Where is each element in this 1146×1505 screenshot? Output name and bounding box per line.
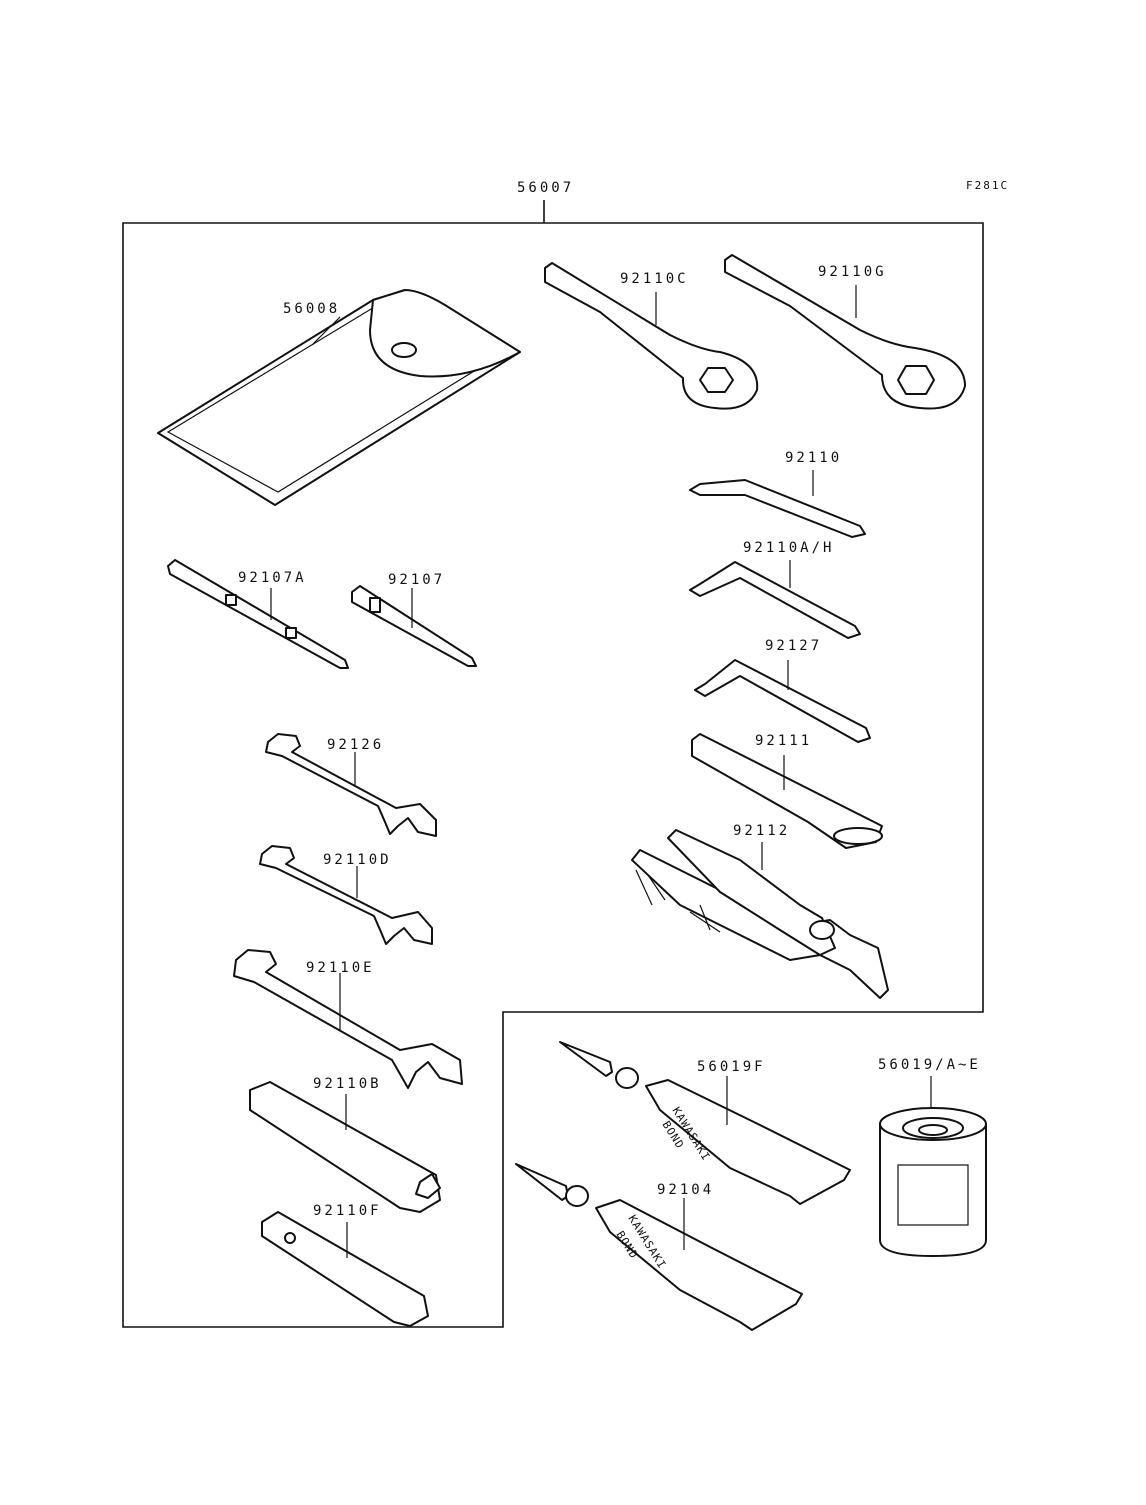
label-92112: 92112	[733, 823, 791, 839]
open-wrench-1-drawing	[265, 733, 437, 837]
tool-bag-drawing	[157, 289, 521, 506]
label-92110c: 92110C	[620, 271, 689, 287]
label-56007: 56007	[517, 180, 575, 196]
label-92111: 92111	[755, 733, 813, 749]
label-92110e: 92110E	[306, 960, 375, 976]
open-wrench-d-drawing	[259, 845, 433, 945]
kit-outline	[122, 200, 984, 1328]
label-56008: 56008	[283, 301, 341, 317]
pliers-drawing	[631, 829, 889, 999]
oil-filter-drawing	[879, 1076, 987, 1257]
ring-wrench-c-drawing	[544, 262, 759, 410]
label-92110g: 92110G	[818, 264, 887, 280]
socket-f-drawing	[261, 1211, 429, 1327]
label-92127: 92127	[765, 638, 823, 654]
screwdriver-a-drawing	[167, 559, 349, 669]
label-92126: 92126	[327, 737, 385, 753]
screwdriver-drawing	[351, 585, 477, 667]
socket-b-drawing	[249, 1081, 441, 1213]
label-92110: 92110	[785, 450, 843, 466]
handle-drawing	[691, 733, 883, 849]
open-wrench-e-drawing	[233, 949, 463, 1089]
label-92110ah: 92110A/H	[743, 540, 835, 556]
label-92110f: 92110F	[313, 1203, 382, 1219]
label-92107a: 92107A	[238, 570, 307, 586]
hex-keys-drawing	[689, 470, 871, 743]
label-92110b: 92110B	[313, 1076, 382, 1092]
bond-tube-f-drawing: KAWASAKI BOND	[559, 1041, 851, 1205]
label-56019f: 56019F	[697, 1059, 766, 1075]
ring-wrench-g-drawing	[724, 254, 966, 410]
label-92107: 92107	[388, 572, 446, 588]
label-92104: 92104	[657, 1182, 715, 1198]
label-92110d: 92110D	[323, 852, 392, 868]
figure-code: F281C	[966, 179, 1010, 192]
label-56019-a-e: 56019/A~E	[878, 1057, 981, 1073]
